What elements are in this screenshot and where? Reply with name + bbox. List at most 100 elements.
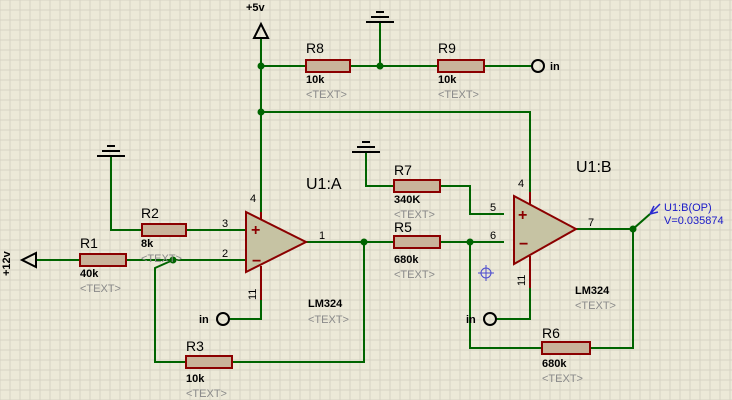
resistor-body <box>393 235 441 249</box>
opamp-name: U1:A <box>306 176 342 193</box>
resistor-text-placeholder: <TEXT> <box>438 89 479 101</box>
resistor-r7[interactable]: R7 340K <TEXT> <box>393 162 441 221</box>
resistor-r1[interactable]: R1 40k <TEXT> <box>79 235 127 295</box>
probe-arrow-icon <box>649 203 661 215</box>
terminal-circle-icon <box>531 59 545 73</box>
terminal-circle-icon <box>483 312 497 326</box>
terminal-in-top[interactable]: in <box>531 59 560 73</box>
terminal-label: in <box>199 314 209 326</box>
resistor-value: 8k <box>141 238 154 250</box>
ground-icon <box>366 11 394 23</box>
opamp-triangle <box>513 194 579 266</box>
resistor-body <box>305 59 351 73</box>
resistor-name: R5 <box>394 219 412 235</box>
junction-r8 <box>257 62 265 70</box>
resistor-body <box>393 179 441 193</box>
ground-icon <box>352 141 380 153</box>
wire-top-to-ub[interactable] <box>261 111 531 192</box>
ground-r7[interactable] <box>352 141 380 153</box>
opamp-minus-sign: − <box>519 236 528 253</box>
voltage-probe[interactable]: U1:B(OP) V=0.035874 <box>649 202 724 227</box>
pin-number-out: 1 <box>319 230 325 242</box>
wire-ua-gnd[interactable] <box>229 300 262 320</box>
resistor-value: 680k <box>394 254 419 266</box>
resistor-value: 10k <box>186 373 205 385</box>
resistor-body <box>437 59 485 73</box>
opamp-text-placeholder: <TEXT> <box>575 300 616 312</box>
junction-ub-out <box>629 225 637 233</box>
wire-ub-gnd[interactable] <box>496 288 531 320</box>
resistor-text-placeholder: <TEXT> <box>542 373 583 385</box>
resistor-name: R1 <box>80 235 98 251</box>
resistor-name: R8 <box>306 40 324 56</box>
pin-number-gnd: 11 <box>516 275 528 286</box>
pin-number-plus: 5 <box>490 202 496 214</box>
junction-ua-out <box>360 238 368 246</box>
opamp-plus-sign: + <box>518 207 527 224</box>
ground-r2[interactable] <box>97 145 125 157</box>
wire-feedback-left[interactable] <box>154 259 186 363</box>
resistor-r3[interactable]: R3 10k <TEXT> <box>185 338 233 400</box>
resistor-name: R9 <box>438 40 456 56</box>
resistor-text-placeholder: <TEXT> <box>394 209 435 221</box>
opamp-part: LM324 <box>308 298 343 310</box>
resistor-text-placeholder: <TEXT> <box>141 253 182 265</box>
supply-12v-label: +12v <box>1 250 13 276</box>
resistor-body <box>79 253 127 267</box>
ground-top[interactable] <box>366 11 394 23</box>
probe-name: U1:B(OP) <box>664 202 712 214</box>
wire-r2-ground[interactable] <box>110 156 142 231</box>
pin-number-gnd: 11 <box>247 289 259 300</box>
resistor-r9[interactable]: R9 10k <TEXT> <box>437 40 485 101</box>
terminal-label: in <box>466 314 476 326</box>
pin-number-plus: 3 <box>222 218 228 230</box>
wire-r3-right[interactable] <box>232 242 365 363</box>
resistor-body <box>141 223 187 237</box>
resistor-value: 40k <box>80 268 99 280</box>
resistor-r2[interactable]: R2 8k <TEXT> <box>141 205 187 265</box>
terminal-label: in <box>550 61 560 73</box>
resistor-r5[interactable]: R5 680k <TEXT> <box>393 219 441 281</box>
supply-5v[interactable]: +5v <box>246 2 270 39</box>
opamp-minus-sign: − <box>252 253 261 270</box>
opamp-u1a[interactable]: + − U1:A 3 2 1 4 11 LM324 <TEXT> <box>222 176 349 326</box>
probe-reading: V=0.035874 <box>664 215 724 227</box>
wire-r7-plus[interactable] <box>440 185 504 215</box>
supply-5v-label: +5v <box>246 2 266 14</box>
ground-icon <box>97 145 125 157</box>
terminal-circle-icon <box>216 312 230 326</box>
resistor-value: 10k <box>306 74 325 86</box>
pin-number-minus: 2 <box>222 248 228 260</box>
resistor-text-placeholder: <TEXT> <box>306 89 347 101</box>
pin-number-minus: 6 <box>490 230 496 242</box>
wire-r7-ground[interactable] <box>365 152 394 187</box>
supply-arrow-icon <box>252 21 270 39</box>
supply-12v[interactable]: +12v <box>1 250 37 276</box>
pin-number-vcc: 4 <box>250 193 256 205</box>
resistor-r6[interactable]: R6 680k <TEXT> <box>541 325 591 385</box>
pin-number-vcc: 4 <box>518 178 524 190</box>
terminal-in-ua[interactable]: in <box>199 312 230 326</box>
resistor-text-placeholder: <TEXT> <box>394 269 435 281</box>
terminal-in-ub[interactable]: in <box>466 312 497 326</box>
wire-r6-right[interactable] <box>590 229 634 349</box>
resistor-name: R3 <box>186 338 204 354</box>
junction-mid-ground <box>376 62 384 70</box>
resistor-value: 680k <box>542 358 567 370</box>
pin-number-out: 7 <box>588 217 594 229</box>
opamp-part: LM324 <box>575 285 610 297</box>
opamp-plus-sign: + <box>251 222 260 239</box>
junction-ub-minus <box>466 238 474 246</box>
resistor-text-placeholder: <TEXT> <box>80 283 121 295</box>
resistor-r8[interactable]: R8 10k <TEXT> <box>305 40 351 101</box>
junction-top-rail <box>257 108 265 116</box>
resistor-body <box>541 341 591 355</box>
resistor-value: 10k <box>438 74 457 86</box>
resistor-name: R2 <box>141 205 159 221</box>
opamp-name: U1:B <box>576 159 612 176</box>
wire-r6-left[interactable] <box>469 242 542 349</box>
junction-feedback <box>169 256 177 264</box>
opamp-u1b[interactable]: + − U1:B 5 6 7 4 11 LM324 <TEXT> <box>490 159 616 312</box>
